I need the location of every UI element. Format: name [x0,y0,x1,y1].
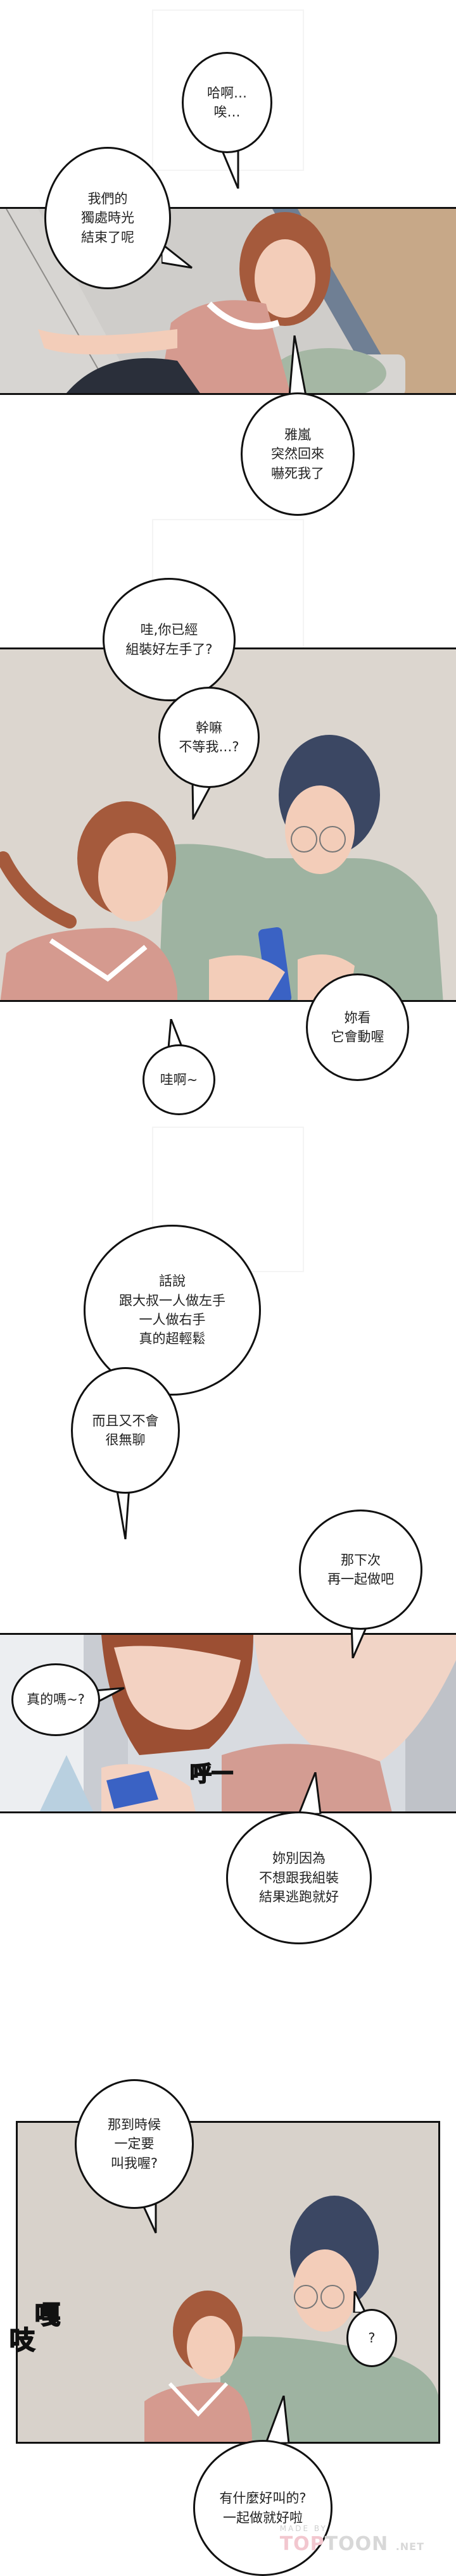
speech-bubble: 幹嘛 不等我…? [158,687,260,788]
comic-panel-1 [0,207,456,395]
speech-bubble: 哈啊… 唉… [182,52,272,153]
sofa-scene-illustration [0,209,456,393]
speech-bubble: 妳看 它會動喔 [306,973,409,1081]
speech-bubble-tail [298,1772,322,1814]
toptoon-watermark: MADE BY TOPTOON .NET [279,2524,424,2555]
man-and-woman-illustration [0,735,443,1000]
speech-bubble-tail [220,149,239,189]
speech-bubble-tail [95,1687,125,1704]
speech-bubble: 真的嗎~? [11,1663,100,1736]
speech-bubble-tail [167,1019,184,1048]
speech-bubble: 雅嵐 突然回來 嚇死我了 [241,392,355,516]
standing-pair-illustration [144,2196,438,2442]
speech-bubble: 那到時候 一定要 叫我喔? [75,2079,194,2209]
comic-panel-2 [0,647,456,1002]
close-up-illustration [0,1635,456,1811]
speech-bubble-tail [162,244,193,269]
speech-bubble-tail [265,2396,290,2443]
sound-effect: 嘎 [34,2299,61,2330]
speech-bubble: 有什麼好叫的? 一起做就好啦 [193,2440,332,2576]
speech-bubble: ? [346,2309,397,2367]
speech-bubble: 我們的 獨處時光 結束了呢 [44,147,171,289]
speech-bubble: 話說 跟大叔一人做左手 一人做右手 真的超輕鬆 [84,1225,261,1396]
speech-bubble-tail [115,1487,130,1539]
speech-bubble-tail [191,782,214,820]
speech-bubble-tail [141,2203,157,2234]
comic-panel-3 [0,1633,456,1813]
speech-bubble-tail [353,2291,367,2313]
speech-bubble: 那下次 再一起做吧 [299,1510,422,1630]
speech-bubble: 而且又不會 很無聊 [71,1367,180,1494]
sound-effect: 呼一 [189,1761,234,1787]
speech-bubble: 妳別因為 不想跟我組裝 結果逃跑就好 [226,1811,372,1944]
background-ghost-watermark [152,9,304,171]
speech-bubble-tail [350,1623,369,1658]
speech-bubble: 哇啊~ [142,1044,215,1115]
speech-bubble-tail [288,335,307,396]
sound-effect: 吱 [9,2325,35,2356]
speech-bubble: 哇,你已經 組裝好左手了? [103,578,236,701]
